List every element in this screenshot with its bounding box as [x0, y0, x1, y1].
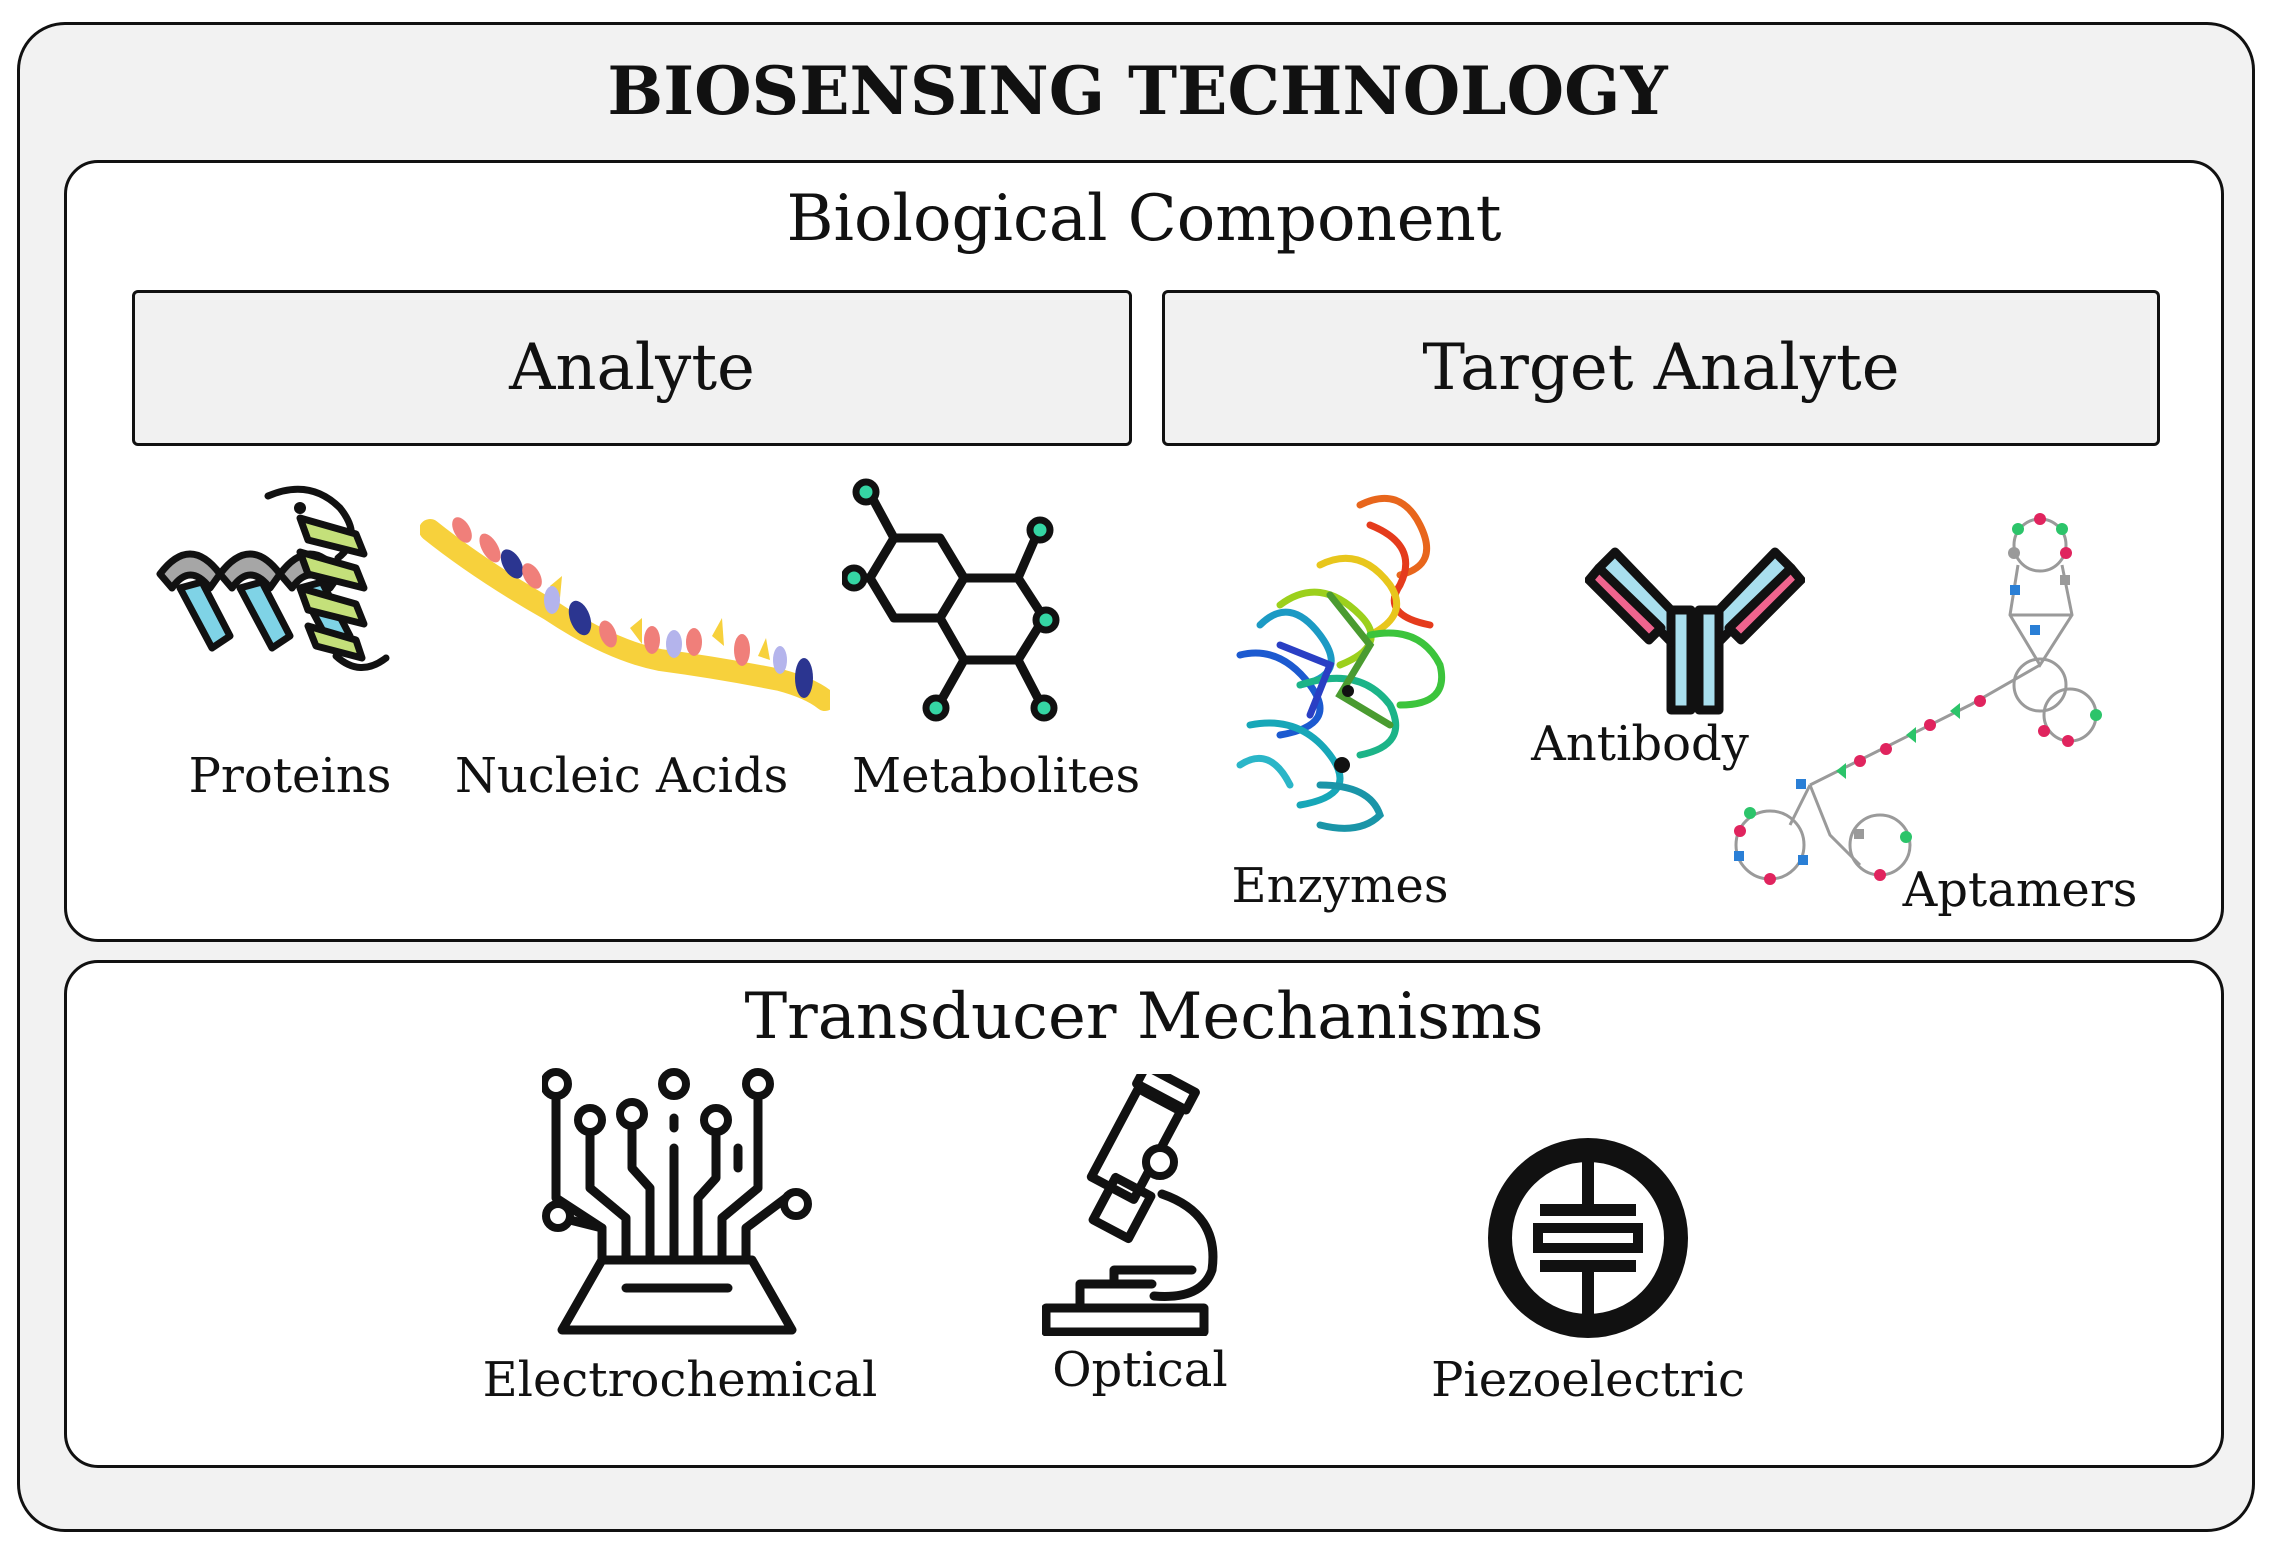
- label-antibody: Antibody: [1531, 716, 1749, 772]
- transducer-mechanisms-title: Transducer Mechanisms: [744, 980, 1544, 1054]
- enzyme-ribbon-icon: [1236, 494, 1445, 832]
- target-analyte-box: Target Analyte: [1162, 290, 2160, 446]
- label-piezoelectric: Piezoelectric: [1431, 1352, 1745, 1408]
- label-optical: Optical: [1052, 1342, 1228, 1398]
- aptamer-structure-icon: [1734, 513, 2102, 885]
- biological-component-title: Biological Component: [786, 182, 1502, 256]
- label-aptamers: Aptamers: [1902, 862, 2138, 918]
- analyte-box: Analyte: [132, 290, 1132, 446]
- microscope-icon: [1042, 1074, 1218, 1336]
- main-title: BIOSENSING TECHNOLOGY: [607, 52, 1668, 130]
- circuit-chip-icon: [542, 1068, 812, 1335]
- nucleic-acid-strand-icon: [420, 517, 830, 711]
- label-metabolites: Metabolites: [852, 748, 1141, 804]
- protein-helix-icon: [156, 485, 390, 671]
- label-enzymes: Enzymes: [1231, 858, 1449, 914]
- metabolite-molecule-icon: [842, 478, 1060, 722]
- label-nucleic-acids: Nucleic Acids: [455, 748, 789, 804]
- piezo-crystal-icon: [1488, 1138, 1688, 1338]
- label-proteins: Proteins: [188, 748, 392, 804]
- label-electrochemical: Electrochemical: [482, 1352, 878, 1408]
- antibody-icon: [1585, 547, 1805, 715]
